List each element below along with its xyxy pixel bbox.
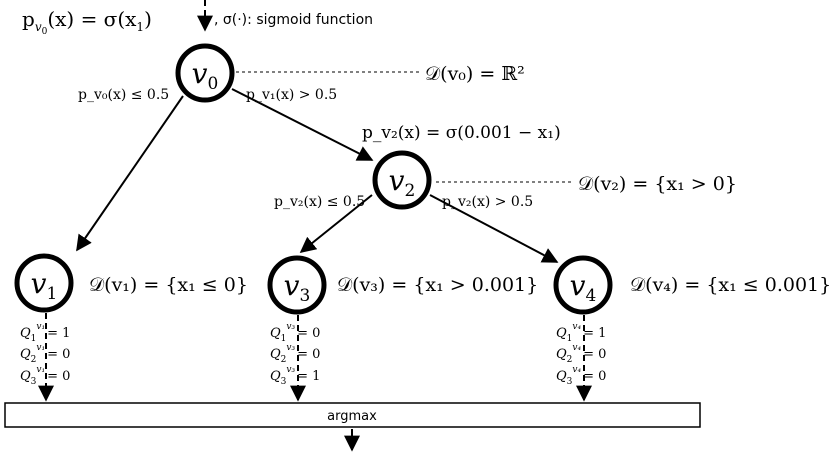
node-v3: v3 xyxy=(267,255,327,315)
leaf-values-v3: Q1v₃= 0 Q2v₃= 0 Q3v₃= 1 xyxy=(270,322,320,387)
q-value: Q2v₃= 0 xyxy=(270,343,320,365)
node-v0: v0 xyxy=(175,43,235,103)
svg-text:v2: v2 xyxy=(389,164,416,201)
q-value: Q3v₃= 1 xyxy=(270,365,320,387)
node-v2-domain: 𝒟(v₂) = {x₁ > 0} xyxy=(578,173,737,195)
argmax-box xyxy=(4,402,701,428)
leaf-values-v4: Q1v₄= 1 Q2v₄= 0 Q3v₄= 0 xyxy=(556,322,606,387)
q-value: Q2v₄= 0 xyxy=(556,343,606,365)
sigmoid-note: , σ(·): sigmoid function xyxy=(214,12,373,28)
node-v4-domain: 𝒟(v₄) = {x₁ ≤ 0.001} xyxy=(630,274,830,296)
q-value: Q1v₁= 1 xyxy=(20,322,70,344)
q-value: Q1v₄= 1 xyxy=(556,322,606,344)
svg-text:v0: v0 xyxy=(192,57,219,94)
node-v0-domain: 𝒟(v₀) = ℝ² xyxy=(425,63,525,85)
root-prob-label: pv0(x) = σ(x1) xyxy=(22,7,152,37)
edge-v0-v1 xyxy=(76,95,184,252)
node-v1: v1 xyxy=(14,253,74,313)
argmax-label: argmax xyxy=(327,409,377,424)
svg-text:v4: v4 xyxy=(570,269,597,306)
node-v4: v4 xyxy=(553,255,613,315)
node-v1-domain: 𝒟(v₁) = {x₁ ≤ 0} xyxy=(89,274,248,296)
edge-label-v0-right: p_v₁(x) > 0.5 xyxy=(246,87,337,103)
node-v3-domain: 𝒟(v₃) = {x₁ > 0.001} xyxy=(337,274,538,296)
edge-label-v2-prob: p_v₂(x) = σ(0.001 − x₁) xyxy=(362,123,561,143)
svg-text:v1: v1 xyxy=(31,267,58,304)
svg-text:v3: v3 xyxy=(284,269,311,306)
leaf-values-v1: Q1v₁= 1 Q2v₁= 0 Q3v₁= 0 xyxy=(20,322,70,387)
node-v2: v2 xyxy=(372,150,432,210)
edge-label-v2-right: p_v₂(x) > 0.5 xyxy=(442,194,533,210)
q-value: Q1v₃= 0 xyxy=(270,322,320,344)
edge-v2-v4 xyxy=(429,194,559,263)
q-value: Q2v₁= 0 xyxy=(20,343,70,365)
q-value: Q3v₄= 0 xyxy=(556,365,606,387)
edge-v0-v2 xyxy=(231,88,374,161)
edge-label-v2-left: p_v₂(x) ≤ 0.5 xyxy=(274,194,365,210)
edge-v2-v3 xyxy=(299,194,373,254)
q-value: Q3v₁= 0 xyxy=(20,365,70,387)
edge-label-v0-left: p_v₀(x) ≤ 0.5 xyxy=(78,87,169,103)
